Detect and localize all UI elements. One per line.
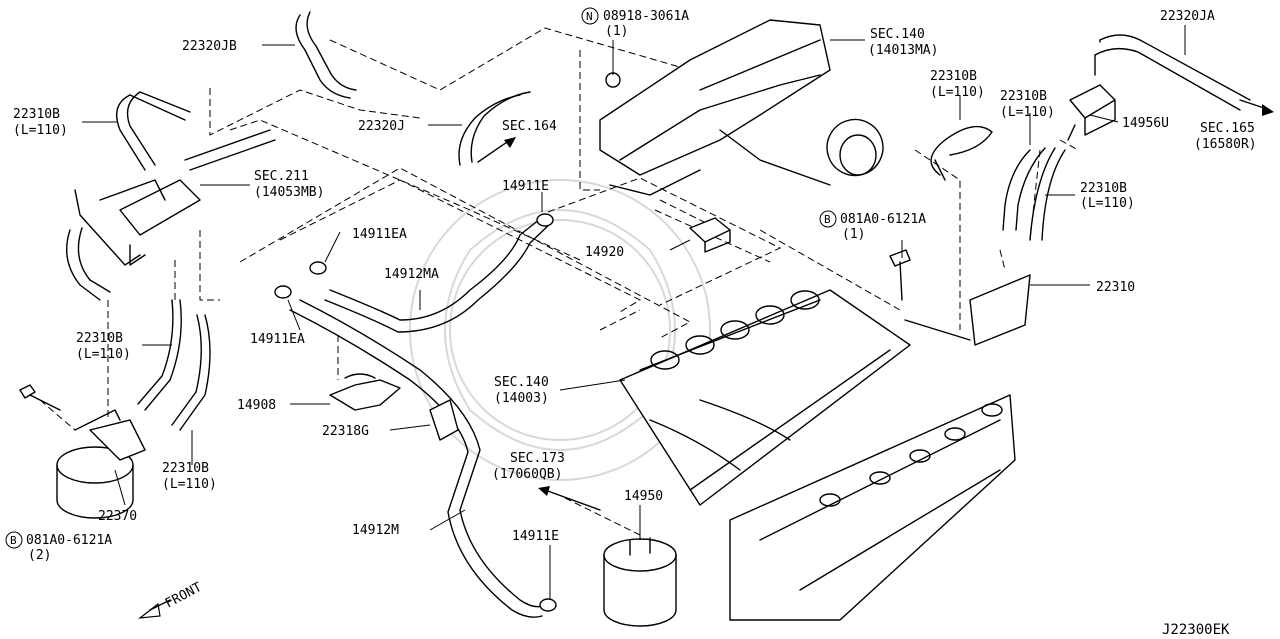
valve-14920 — [689, 217, 731, 253]
label-14920: 14920 — [585, 245, 624, 260]
hose-22310b-topleft — [116, 94, 146, 171]
label-22310b-bottomleft: 22310B — [162, 461, 209, 476]
label-08918-3061a: 08918-3061A — [603, 9, 689, 24]
label-sec173: SEC.173 — [510, 451, 565, 466]
hose-22320ja — [1099, 34, 1251, 101]
intake-manifold-sec140 — [599, 19, 884, 196]
label-14911e-top: 14911E — [502, 179, 549, 194]
label-14912ma: 14912MA — [384, 267, 439, 282]
circle-n-icon — [581, 7, 599, 25]
label-14950: 14950 — [624, 489, 663, 504]
hose-22310b-right — [1002, 149, 1031, 231]
label-081a0-6121a-left-qty: (2) — [28, 548, 51, 563]
components — [19, 19, 1116, 627]
label-22310b-right1: 22310B — [1000, 89, 1047, 104]
label-16580r: (16580R) — [1194, 137, 1257, 152]
hose-22320j — [458, 94, 521, 166]
circle-b-icon — [819, 210, 837, 228]
hose-22310b-left — [144, 299, 182, 411]
canister-14950 — [603, 537, 677, 627]
label-14911ea-top: 14911EA — [352, 227, 407, 242]
label-22310b-right1-length: (L=110) — [1000, 105, 1055, 120]
circle-b-left-icon — [5, 531, 23, 549]
label-22310b-left: 22310B — [76, 331, 123, 346]
clamps — [274, 72, 621, 612]
label-22310b-right2: 22310B — [1080, 181, 1127, 196]
label-08918-3061a-qty: (1) — [605, 24, 628, 39]
label-14911ea-bottom: 14911EA — [250, 332, 305, 347]
hose-left-branch — [66, 229, 101, 301]
circle-n-letter: N — [586, 10, 593, 23]
label-22310b-right2-length: (L=110) — [1080, 196, 1135, 211]
arrows — [137, 99, 1274, 619]
diagram-code: J22300EK — [1162, 622, 1230, 638]
label-22320j: 22320J — [358, 119, 405, 134]
label-22310b-topleft: 22310B — [13, 107, 60, 122]
hose-14912m — [299, 299, 546, 608]
label-sec140-lower: SEC.140 — [494, 375, 549, 390]
label-17060qb: (17060QB) — [492, 467, 562, 482]
label-081a0-6121a-right-qty: (1) — [842, 227, 865, 242]
dashed-guide-lines — [39, 27, 1079, 536]
label-22310b-left-length: (L=110) — [76, 347, 131, 362]
hoses — [66, 11, 1251, 618]
label-081a0-6121a-left: 081A0-6121A — [26, 533, 112, 548]
label-22310b-top-length: (L=110) — [930, 85, 985, 100]
label-sec211: SEC.211 — [254, 169, 309, 184]
intake-manifold-sec140-lower — [619, 289, 911, 506]
label-14013ma: (14013MA) — [868, 43, 938, 58]
label-22320ja: 22320JA — [1160, 9, 1215, 24]
leader-lines — [82, 25, 1186, 600]
cylinder-head — [729, 394, 1016, 621]
pipe-assembly-sec211 — [74, 129, 276, 266]
label-sec140-upper: SEC.140 — [870, 27, 925, 42]
label-22310b-topleft-length: (L=110) — [13, 123, 68, 138]
label-22370: 22370 — [98, 509, 137, 524]
part-labels: 22320JB 22320JA 22320J SEC.164 N 08918-3… — [5, 7, 1257, 638]
front-label: FRONT — [163, 580, 205, 612]
label-22318g: 22318G — [322, 424, 369, 439]
canister-22370 — [56, 409, 146, 519]
bracket-22310 — [904, 274, 1031, 346]
label-sec165: SEC.165 — [1200, 121, 1255, 136]
label-22310b-top: 22310B — [930, 69, 977, 84]
arrow-sec164 — [477, 139, 511, 163]
label-14053mb: (14053MB) — [254, 185, 324, 200]
label-22320jb: 22320JB — [182, 39, 237, 54]
circle-b-letter-right: B — [824, 213, 831, 226]
hose-14912ma — [329, 214, 546, 321]
label-22310: 22310 — [1096, 280, 1135, 295]
arrow-sec173 — [544, 489, 601, 511]
label-14956u: 14956U — [1122, 116, 1169, 131]
label-14908: 14908 — [237, 398, 276, 413]
label-14911e-bottom: 14911E — [512, 529, 559, 544]
label-081a0-6121a-right: 081A0-6121A — [840, 212, 926, 227]
label-sec164: SEC.164 — [502, 119, 557, 134]
label-14912m: 14912M — [352, 523, 399, 538]
bolts — [19, 249, 911, 411]
hose-22320jb — [295, 14, 351, 99]
label-14003: (14003) — [494, 391, 549, 406]
hose-22310b-top — [930, 125, 993, 176]
valve-14956u — [1067, 84, 1116, 141]
label-22310b-bottomleft-length: (L=110) — [162, 477, 217, 492]
clamp-14908 — [329, 373, 401, 411]
hose-22310b-bottomleft — [179, 314, 211, 431]
clip-22318g — [429, 399, 459, 441]
circle-b-letter-left: B — [10, 534, 17, 547]
